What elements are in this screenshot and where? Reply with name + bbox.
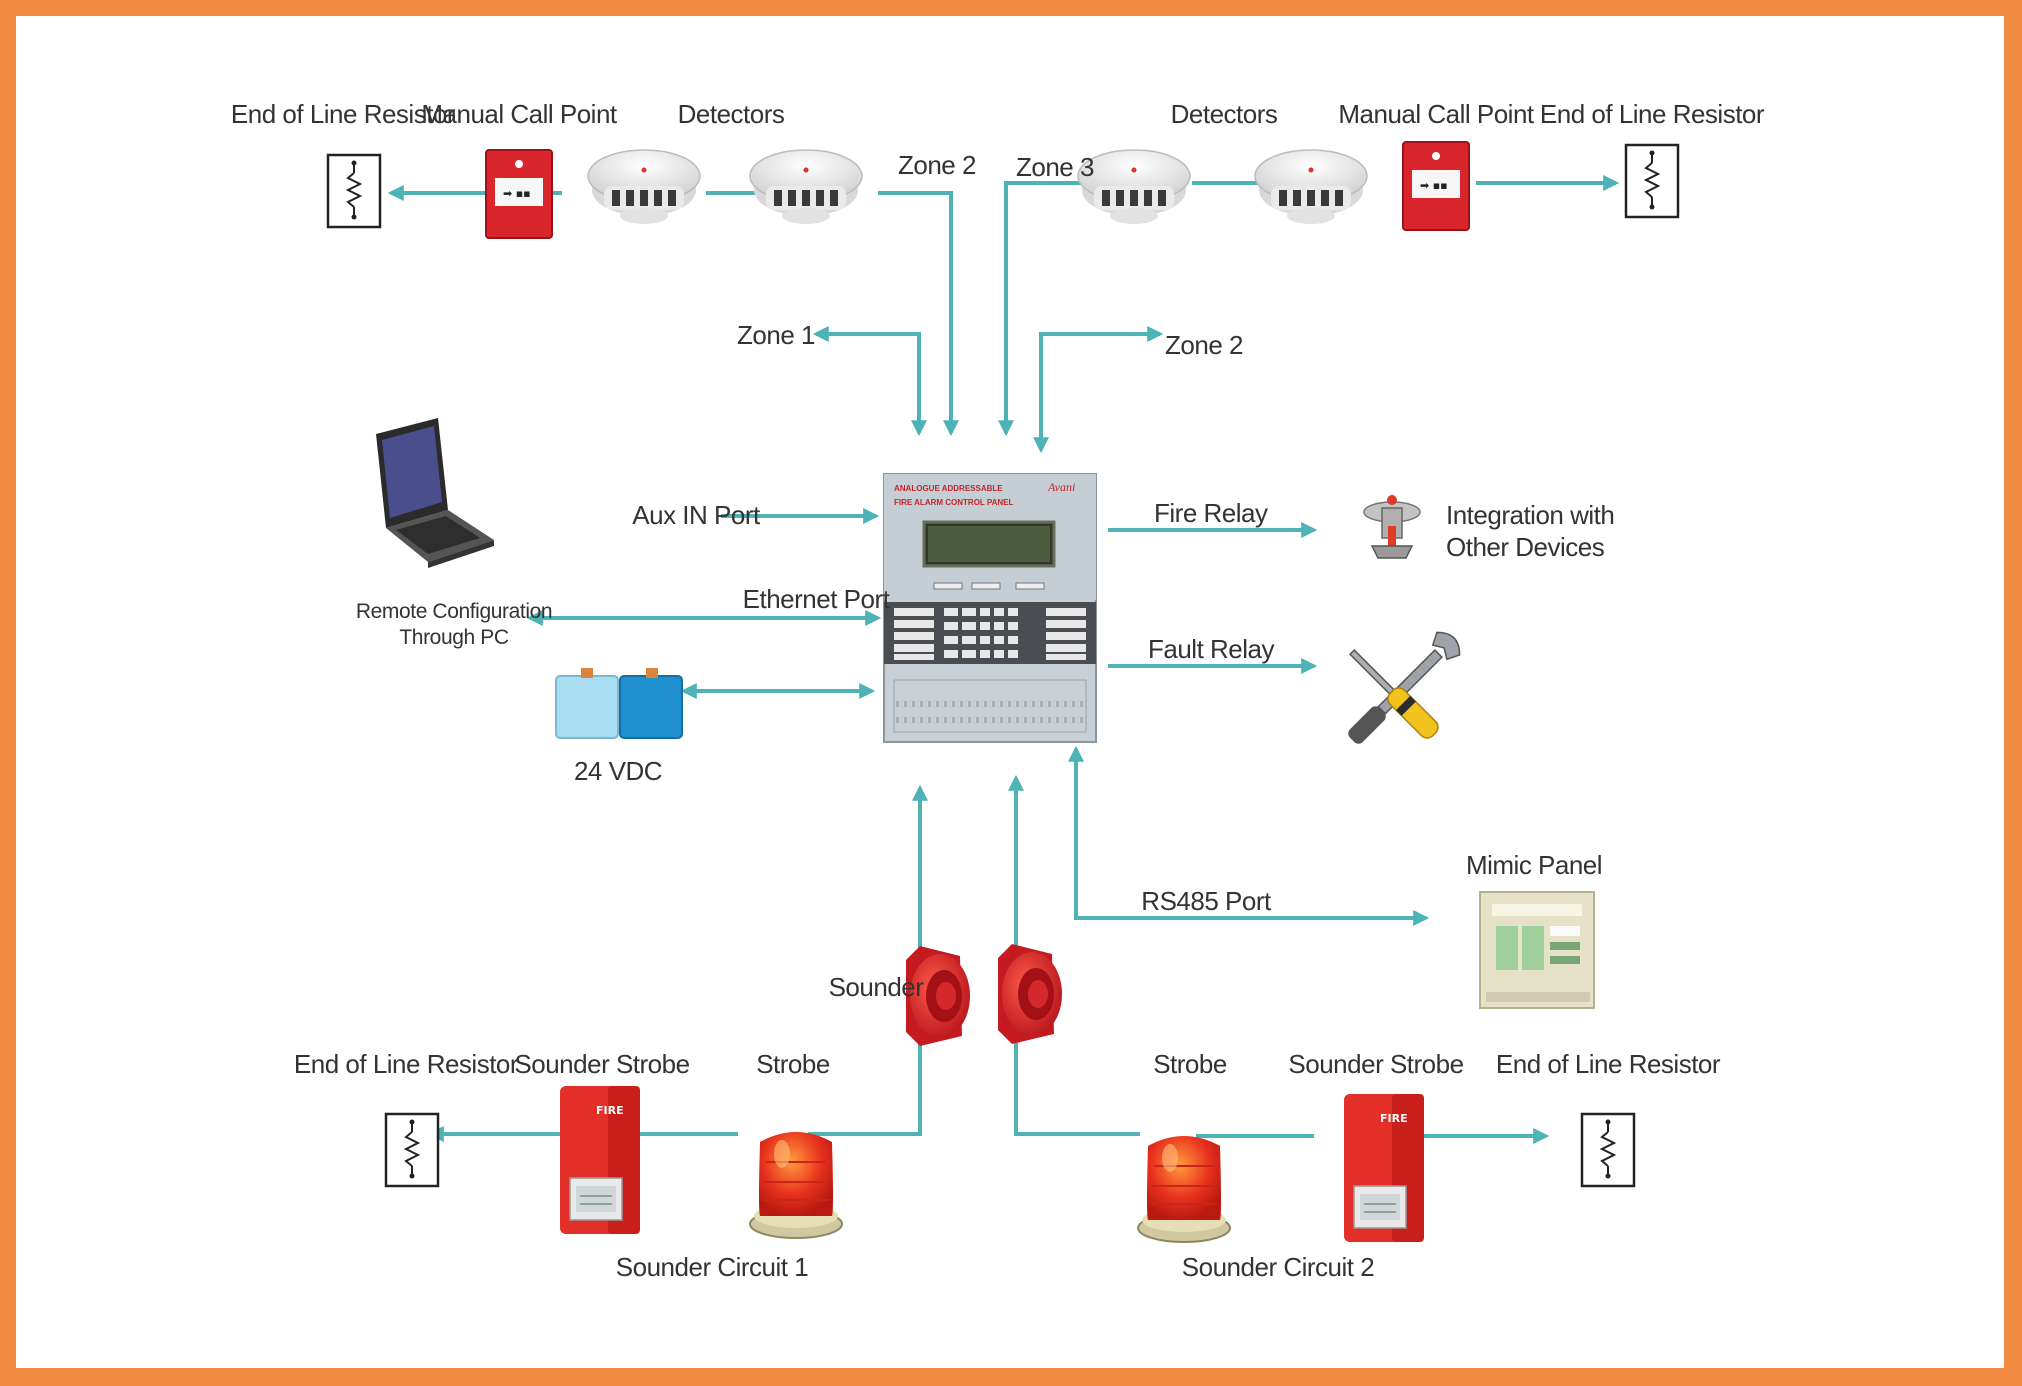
sprinkler-icon	[1363, 495, 1421, 559]
panel-indicator	[971, 582, 1001, 590]
integration-label: Integration with	[1446, 500, 1614, 530]
sounder-circuit-label: Sounder Circuit 1	[616, 1252, 808, 1282]
detectors-label: Detectors	[1171, 99, 1278, 129]
smoke-detector-icon	[749, 149, 863, 225]
end-of-line-label: End of Line Resistor	[1540, 99, 1765, 129]
panel-brand: Avani	[1047, 480, 1075, 494]
wire-rs485	[1068, 745, 1430, 926]
end-of-line-label: End of Line Resistor	[294, 1049, 519, 1079]
strobe-label: Strobe	[1153, 1049, 1227, 1079]
sounder-strobe-icon	[1343, 1093, 1425, 1243]
manual-call-point-label: Manual Call Point	[421, 99, 618, 129]
zone-2-label: Zone 2	[1165, 330, 1243, 360]
panel-header-line1: ANALOGUE ADDRESSABLE	[894, 484, 1003, 493]
strobe-icon	[1137, 1135, 1231, 1243]
rs485-label: RS485 Port	[1141, 886, 1272, 916]
smoke-detector-icon	[587, 149, 701, 225]
wire-zone1	[812, 326, 927, 437]
integration-label-2: Other Devices	[1446, 532, 1605, 562]
strobe-icon	[749, 1131, 843, 1239]
laptop-icon	[376, 418, 494, 568]
power-label: 24 VDC	[574, 756, 662, 786]
smoke-detector-icon	[1077, 149, 1191, 225]
strobe-label: Strobe	[756, 1049, 830, 1079]
manual-call-point-label: Manual Call Point	[1338, 99, 1535, 129]
aux-port-label: Aux IN Port	[632, 500, 761, 530]
mimic-panel-icon	[1479, 891, 1595, 1009]
zone-label: Zone 2	[898, 150, 976, 180]
sounder-strobe-label: Sounder Strobe	[1288, 1049, 1463, 1079]
manual-call-point-icon	[1402, 141, 1470, 231]
remote-config-label-2: Through PC	[399, 626, 508, 649]
panel-indicator	[933, 582, 963, 590]
wire-sounder-circuit-2	[1008, 774, 1140, 1136]
end-of-line-resistor-icon	[384, 1112, 440, 1188]
end-of-line-label: End of Line Resistor	[231, 99, 456, 129]
fault-relay-label: Fault Relay	[1148, 634, 1274, 664]
wire-zone2-right	[1033, 326, 1164, 454]
panel-indicator	[1015, 582, 1045, 590]
wire-sounder-circuit-1	[808, 784, 928, 1136]
wire-zone2-top	[878, 191, 959, 437]
sounder-strobe-icon	[559, 1085, 641, 1235]
sounder-strobe-label: Sounder Strobe	[514, 1049, 689, 1079]
sounder-icon	[998, 944, 1062, 1044]
fire-alarm-control-panel: ANALOGUE ADDRESSABLE FIRE ALARM CONTROL …	[883, 473, 1097, 743]
tools-icon	[1348, 631, 1461, 744]
diagram-frame: ➡ ▪▪ FIRE	[16, 16, 2004, 1368]
smoke-detector-icon	[1254, 149, 1368, 225]
end-of-line-label: End of Line Resistor	[1496, 1049, 1721, 1079]
panel-header-line2: FIRE ALARM CONTROL PANEL	[894, 498, 1014, 507]
panel-lcd	[928, 526, 1050, 562]
battery-icon	[555, 668, 683, 739]
manual-call-point-icon	[485, 149, 553, 239]
end-of-line-resistor-icon	[1580, 1112, 1636, 1188]
detectors-label: Detectors	[678, 99, 785, 129]
sounder-label: Sounder	[829, 972, 925, 1002]
panel-keys	[894, 608, 1086, 660]
fire-alarm-diagram: ➡ ▪▪ FIRE	[231, 99, 1765, 1282]
panel-zone-leds	[893, 679, 1087, 733]
ethernet-port-label: Ethernet Port	[743, 584, 891, 614]
fire-relay-label: Fire Relay	[1154, 498, 1268, 528]
wire-zone3	[998, 181, 1086, 437]
mimic-panel-label: Mimic Panel	[1466, 850, 1602, 880]
zone-label: Zone 3	[1016, 152, 1094, 182]
end-of-line-resistor-icon	[326, 153, 382, 229]
remote-config-label: Remote Configuration	[356, 600, 552, 623]
end-of-line-resistor-icon	[1624, 143, 1680, 219]
sounder-circuit-label: Sounder Circuit 2	[1182, 1252, 1374, 1282]
zone-1-label: Zone 1	[737, 320, 815, 350]
